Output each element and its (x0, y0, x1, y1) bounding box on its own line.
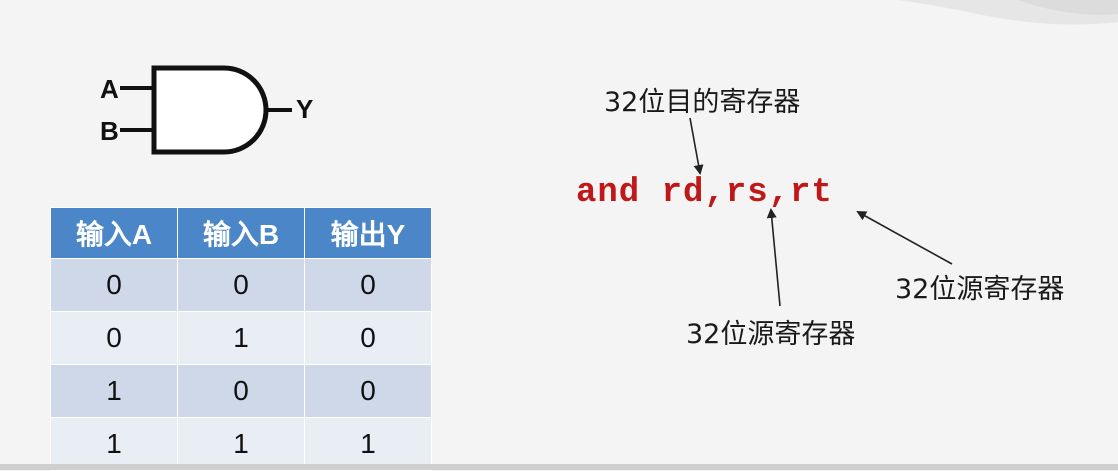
arrow-to-rt (856, 211, 953, 265)
and-gate: A B Y (92, 60, 332, 160)
and-gate-icon (120, 65, 292, 155)
header-input-b: 输入B (177, 207, 305, 259)
table-cell: 1 (50, 364, 178, 418)
arrow-to-rs (766, 208, 781, 307)
src-rt-register-label: 32位源寄存器 (895, 274, 1065, 305)
table-cell: 0 (304, 311, 432, 365)
gate-input-b-label: B (100, 116, 119, 146)
gate-input-a-label: A (100, 74, 119, 104)
table-cell: 0 (304, 364, 432, 418)
table-cell: 0 (50, 311, 178, 365)
src-rs-register-label: 32位源寄存器 (686, 319, 856, 350)
arrow-to-rd (689, 117, 704, 175)
table-header-row: 输入A 输入B 输出Y (50, 207, 432, 259)
table-cell: 0 (304, 258, 432, 312)
and-instruction: and rd,rs,rt (576, 174, 833, 212)
table-cell: 0 (177, 258, 305, 312)
table-row: 0 0 0 (50, 258, 432, 312)
table-cell: 0 (50, 258, 178, 312)
truth-table: 输入A 输入B 输出Y 0 0 0 0 1 0 1 0 0 1 (50, 207, 432, 471)
corner-decoration (898, 0, 1118, 25)
dest-register-label: 32位目的寄存器 (604, 87, 801, 118)
table-row: 1 0 0 (50, 364, 432, 418)
table-row: 0 1 0 (50, 311, 432, 365)
bottom-strip (0, 464, 1118, 470)
header-input-a: 输入A (50, 207, 178, 259)
table-row: 1 1 1 (50, 417, 432, 471)
table-cell: 0 (177, 364, 305, 418)
gate-output-label: Y (296, 94, 314, 124)
